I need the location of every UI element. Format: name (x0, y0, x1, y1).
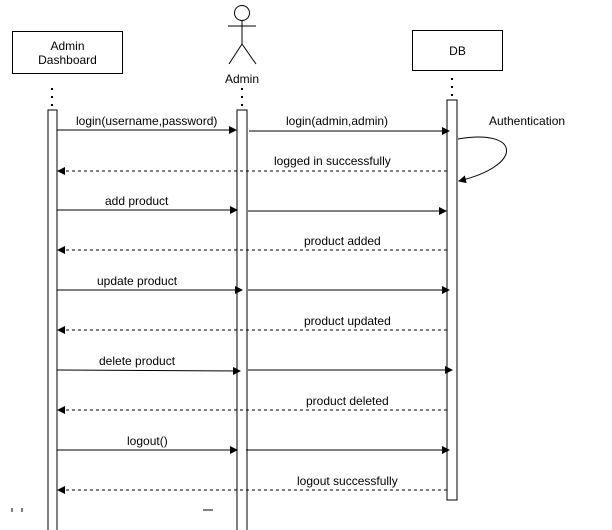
message-label-product-updated: product updated (304, 314, 391, 328)
message-label-update-product: update product (97, 274, 178, 288)
self-message-authentication-label: Authentication (489, 114, 566, 128)
message-arrow-delete-product (56, 366, 241, 375)
actor-admin-icon (228, 5, 257, 65)
participant-db: DB (412, 30, 503, 71)
message-label-login-admin-admin: login(admin,admin) (286, 114, 389, 128)
message-label-logout: logout() (127, 434, 168, 448)
message-label-product-deleted: product deleted (306, 394, 389, 408)
message-label-logout-successfully: logout successfully (297, 474, 398, 488)
message-label-logged-in-successfully: logged in successfully (274, 154, 391, 168)
actor-admin-label: Admin (225, 72, 260, 86)
edge-artifact (11, 508, 213, 512)
participant-admin-dashboard: Admin Dashboard (12, 31, 123, 74)
self-message-authentication-arrow (457, 136, 507, 184)
message-label-login-username-password: login(username,password) (76, 114, 218, 128)
message-label-delete-product: delete product (99, 354, 176, 368)
message-label-product-added: product added (304, 234, 381, 248)
activation-db (446, 99, 458, 501)
activation-admin-dashboard (47, 109, 58, 530)
activation-admin (236, 109, 248, 530)
message-label-add-product: add product (105, 194, 169, 208)
